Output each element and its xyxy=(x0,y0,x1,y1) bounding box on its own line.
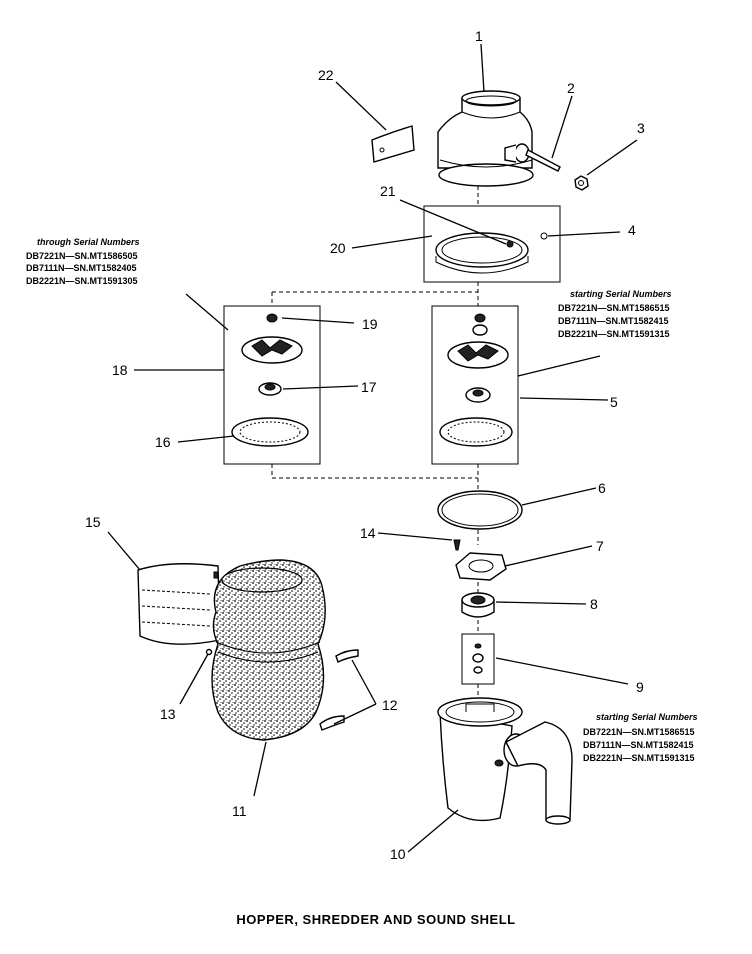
part-10-housing xyxy=(437,697,573,825)
callout-17: 17 xyxy=(361,379,377,395)
callout-16: 16 xyxy=(155,434,171,450)
note-right-bottom-serials: starting Serial Numbers DB7221N—SN.MT158… xyxy=(583,712,698,763)
note-right-bottom-heading: starting Serial Numbers xyxy=(596,712,698,722)
note-right-top-line-3: DB2221N—SN.MT1591315 xyxy=(558,329,670,339)
part-3-nut xyxy=(574,175,589,191)
callout-19: 19 xyxy=(362,316,378,332)
callout-10: 10 xyxy=(390,846,406,862)
callout-6: 6 xyxy=(598,480,606,496)
note-right-bottom-line-1: DB7221N—SN.MT1586515 xyxy=(583,727,695,737)
part-12-clips xyxy=(319,649,359,731)
callout-18: 18 xyxy=(112,362,128,378)
callout-5: 5 xyxy=(610,394,618,410)
diagram-title: HOPPER, SHREDDER AND SOUND SHELL xyxy=(236,912,515,927)
part-2-pin xyxy=(525,149,561,172)
note-left-line-1: DB7221N—SN.MT1586505 xyxy=(26,251,138,261)
callout-9: 9 xyxy=(636,679,644,695)
callout-20: 20 xyxy=(330,240,346,256)
note-left-heading: through Serial Numbers xyxy=(37,237,140,247)
callout-11: 11 xyxy=(232,803,247,819)
callout-7: 7 xyxy=(596,538,604,554)
callout-14: 14 xyxy=(360,525,376,541)
part-22-clip xyxy=(371,125,415,163)
note-left-serials: through Serial Numbers DB7221N—SN.MT1586… xyxy=(26,237,140,286)
note-right-top-serials: starting Serial Numbers DB7221N—SN.MT158… xyxy=(558,289,672,339)
note-right-top-line-1: DB7221N—SN.MT1586515 xyxy=(558,303,670,313)
part-6-gasket xyxy=(437,490,523,530)
part-15-sound-band xyxy=(137,563,221,645)
part-11-sound-shell xyxy=(211,559,326,741)
callout-3: 3 xyxy=(637,120,645,136)
part-18-shredder-box-left xyxy=(223,305,321,465)
note-right-bottom-line-3: DB2221N—SN.MT1591315 xyxy=(583,753,695,763)
connector-lines xyxy=(271,186,479,696)
callout-21: 21 xyxy=(380,183,396,199)
part-1-hopper-top xyxy=(437,90,534,187)
part-14-screw xyxy=(453,539,461,551)
callout-22: 22 xyxy=(318,67,334,83)
callout-1: 1 xyxy=(475,28,483,44)
part-13-screw xyxy=(205,648,213,656)
callout-numbers: 1 2 3 4 5 6 7 8 9 10 11 12 13 14 15 16 1… xyxy=(85,28,645,862)
note-right-top-heading: starting Serial Numbers xyxy=(570,289,672,299)
note-right-bottom-line-2: DB7111N—SN.MT1582415 xyxy=(583,740,694,750)
part-8-bearing xyxy=(461,592,495,618)
part-20-ring-box xyxy=(423,205,561,283)
part-9-box xyxy=(461,633,495,685)
part-5-shredder-box-right xyxy=(431,305,519,465)
callout-12: 12 xyxy=(382,697,398,713)
callout-8: 8 xyxy=(590,596,598,612)
callout-2: 2 xyxy=(567,80,575,96)
note-right-top-line-2: DB7111N—SN.MT1582415 xyxy=(558,316,669,326)
callout-13: 13 xyxy=(160,706,176,722)
note-left-line-3: DB2221N—SN.MT1591305 xyxy=(26,276,138,286)
callout-4: 4 xyxy=(628,222,636,238)
note-left-line-2: DB7111N—SN.MT1582405 xyxy=(26,263,137,273)
leader-lines xyxy=(107,43,638,853)
callout-15: 15 xyxy=(85,514,101,530)
part-7-flange xyxy=(455,552,507,581)
